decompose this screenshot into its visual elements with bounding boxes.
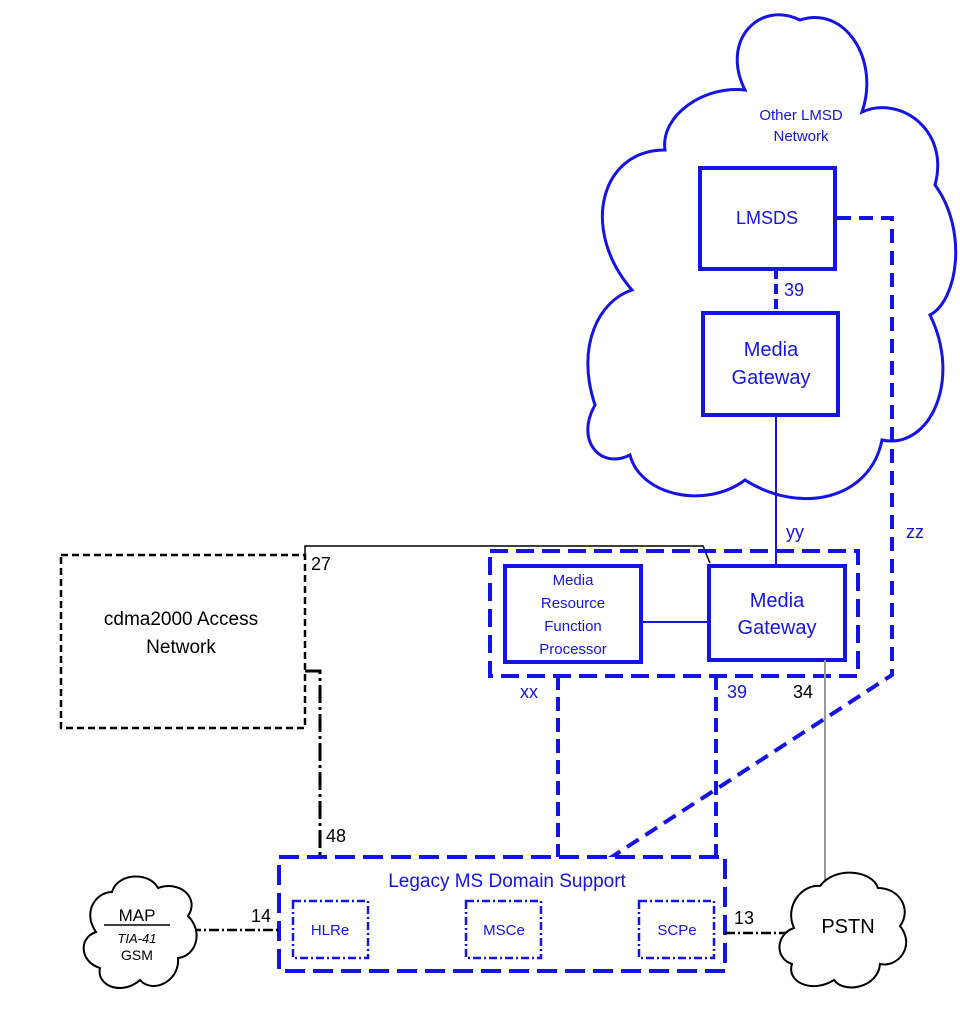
media-gateway-line1: Media <box>750 590 805 612</box>
interface-xx: xx <box>520 682 538 702</box>
cloud-media-gateway-line1: Media <box>744 339 799 361</box>
access-network-line2: Network <box>146 637 216 658</box>
hlre-label: HLRe <box>311 922 349 939</box>
cloud-title-line1: Other LMSD <box>759 107 843 124</box>
other-lmsd-network-cloud: Other LMSD Network <box>586 13 958 501</box>
access-network-line1: cdma2000 Access <box>104 609 258 630</box>
map-network-cloud[interactable]: MAP TIA-41 GSM <box>82 875 198 989</box>
media-group-dashed-box <box>488 549 860 678</box>
cloud-media-gateway-line2: Gateway <box>732 367 811 389</box>
interface-13: 13 <box>734 908 754 928</box>
interface-48: 48 <box>326 826 346 846</box>
interface-34: 34 <box>793 682 813 702</box>
map-label: MAP <box>119 906 156 925</box>
link-zz <box>605 216 894 862</box>
link-48 <box>305 669 322 857</box>
hlre-box[interactable]: HLRe <box>291 899 370 960</box>
msce-box[interactable]: MSCe <box>464 899 543 960</box>
pstn-label: PSTN <box>821 916 874 938</box>
interface-zz: zz <box>906 522 924 542</box>
pstn-cloud[interactable]: PSTN <box>778 871 908 989</box>
scpe-box[interactable]: SCPe <box>637 899 716 960</box>
interface-27: 27 <box>311 554 331 574</box>
gsm-label: GSM <box>121 947 153 963</box>
mrfp-line3: Function <box>544 618 602 635</box>
media-gateway-box[interactable]: Media Gateway <box>707 564 847 662</box>
interface-39-bottom: 39 <box>727 682 747 702</box>
scpe-label: SCPe <box>657 922 696 939</box>
link-27 <box>304 545 711 564</box>
mrfp-line1: Media <box>553 572 595 589</box>
mrfp-line4: Processor <box>539 641 607 658</box>
interface-14: 14 <box>251 906 271 926</box>
media-gateway-line2: Gateway <box>738 617 817 639</box>
mrfp-box[interactable]: Media Resource Function Processor <box>503 564 643 664</box>
lmsds-label: LMSDS <box>736 208 798 228</box>
msce-label: MSCe <box>483 922 525 939</box>
cloud-media-gateway-box[interactable]: Media Gateway <box>701 311 840 417</box>
lmsds-box[interactable]: LMSDS <box>698 166 837 271</box>
legacy-title: Legacy MS Domain Support <box>388 871 626 892</box>
interface-yy: yy <box>786 522 804 542</box>
mrfp-line2: Resource <box>541 595 605 612</box>
interface-39-top: 39 <box>784 280 804 300</box>
tia41-label: TIA-41 <box>117 931 156 946</box>
cdma2000-access-network-box[interactable]: cdma2000 Access Network <box>59 553 307 730</box>
cloud-title-line2: Network <box>773 128 829 145</box>
